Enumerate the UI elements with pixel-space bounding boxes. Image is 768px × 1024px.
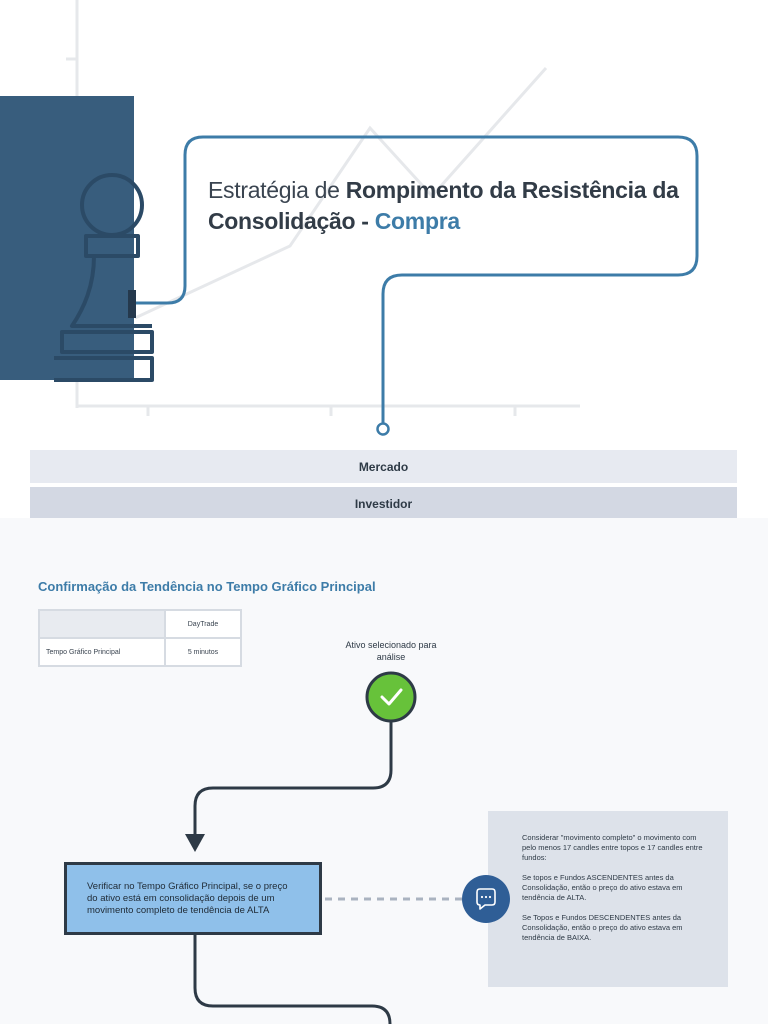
note-paragraph: Se Topos e Fundos DESCENDENTES antes da … xyxy=(522,913,683,942)
title-strategy: Rompimento da Resistência da Consolidaçã… xyxy=(208,177,679,234)
chart-trend-line xyxy=(134,67,548,320)
frame-anchor xyxy=(128,290,136,318)
section-title: Confirmação da Tendência no Tempo Gráfic… xyxy=(38,579,376,594)
table-header-row: DayTrade xyxy=(38,609,242,639)
title-direction: Compra xyxy=(374,208,460,234)
verify-step-box: Verificar no Tempo Gráfico Principal, se… xyxy=(64,862,322,935)
bar-investidor: Investidor xyxy=(30,487,737,520)
table-header-cell: DayTrade xyxy=(164,609,242,639)
table-row: Tempo Gráfico Principal 5 minutos xyxy=(38,637,242,667)
frame-end-dot xyxy=(376,422,390,436)
page-title: Estratégia de Rompimento da Resistência … xyxy=(208,175,688,237)
bar-mercado: Mercado xyxy=(30,450,737,483)
table-header-cell xyxy=(38,609,166,639)
start-node-label: Ativo selecionado para análise xyxy=(345,640,437,662)
table-cell: Tempo Gráfico Principal xyxy=(38,637,166,667)
chat-bubble-icon xyxy=(462,875,510,923)
note-box: Considerar "movimento completo" o movime… xyxy=(488,811,728,987)
title-separator: - xyxy=(355,208,375,234)
title-prefix: Estratégia de xyxy=(208,177,346,203)
timeframe-table: DayTrade Tempo Gráfico Principal 5 minut… xyxy=(38,609,242,667)
table-cell: 5 minutos xyxy=(164,637,242,667)
title-frame xyxy=(132,135,699,424)
chess-pawn-icon xyxy=(54,173,154,382)
note-paragraph: Considerar "movimento completo" o movime… xyxy=(522,833,703,862)
note-paragraph: Se topos e Fundos ASCENDENTES antes da C… xyxy=(522,873,683,902)
